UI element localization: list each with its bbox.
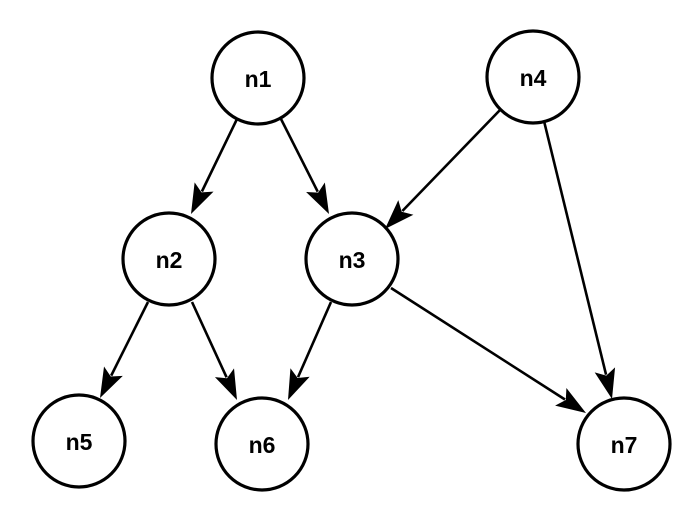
graph-node-n7[interactable]: n7 xyxy=(576,396,672,492)
arrowhead-icon xyxy=(100,366,123,398)
node-circle-n2[interactable] xyxy=(121,211,217,307)
edge-n3-to-n6 xyxy=(288,301,333,400)
graph-node-n1[interactable]: n1 xyxy=(210,30,306,126)
edge-line xyxy=(542,120,608,376)
arrowhead-icon xyxy=(214,368,237,400)
edge-n4-to-n7 xyxy=(542,120,616,399)
edge-line xyxy=(190,301,228,378)
graph-node-n3[interactable]: n3 xyxy=(304,211,400,307)
edge-n3-to-n7 xyxy=(390,286,586,413)
arrowhead-icon xyxy=(306,182,329,214)
edge-n2-to-n5 xyxy=(100,301,150,398)
node-label-n1: n1 xyxy=(245,66,272,92)
node-label-n6: n6 xyxy=(249,432,276,458)
graph-node-n4[interactable]: n4 xyxy=(485,29,581,125)
edges-layer xyxy=(100,109,616,413)
edge-line xyxy=(200,118,239,193)
graph-node-n5[interactable]: n5 xyxy=(31,393,127,489)
graph-node-n6[interactable]: n6 xyxy=(214,396,310,492)
edge-line xyxy=(279,118,319,193)
edge-line xyxy=(401,109,501,212)
arrowhead-icon xyxy=(385,200,414,229)
node-label-n7: n7 xyxy=(611,432,638,458)
edge-n2-to-n6 xyxy=(190,301,237,400)
node-circle-n5[interactable] xyxy=(31,393,127,489)
node-circle-n6[interactable] xyxy=(214,396,310,492)
node-label-n3: n3 xyxy=(339,247,366,273)
edge-line xyxy=(390,286,566,401)
node-circle-n4[interactable] xyxy=(485,29,581,125)
node-label-n4: n4 xyxy=(520,65,547,91)
graph-node-n2[interactable]: n2 xyxy=(121,211,217,307)
edge-n1-to-n2 xyxy=(191,118,239,214)
node-circle-n7[interactable] xyxy=(576,396,672,492)
edge-line xyxy=(110,301,150,377)
edge-n4-to-n3 xyxy=(385,109,501,229)
node-label-n2: n2 xyxy=(156,247,183,273)
arrowhead-icon xyxy=(594,367,616,399)
edge-line xyxy=(296,301,333,378)
node-label-n5: n5 xyxy=(66,429,93,455)
arrowhead-icon xyxy=(555,387,586,413)
nodes-layer: n1 n2 n3 n4 n5 n6 n7 xyxy=(31,29,672,492)
node-circle-n3[interactable] xyxy=(304,211,400,307)
node-circle-n1[interactable] xyxy=(210,30,306,126)
arrowhead-icon xyxy=(288,368,310,400)
arrowhead-icon xyxy=(191,182,214,214)
edge-n1-to-n3 xyxy=(279,118,329,214)
